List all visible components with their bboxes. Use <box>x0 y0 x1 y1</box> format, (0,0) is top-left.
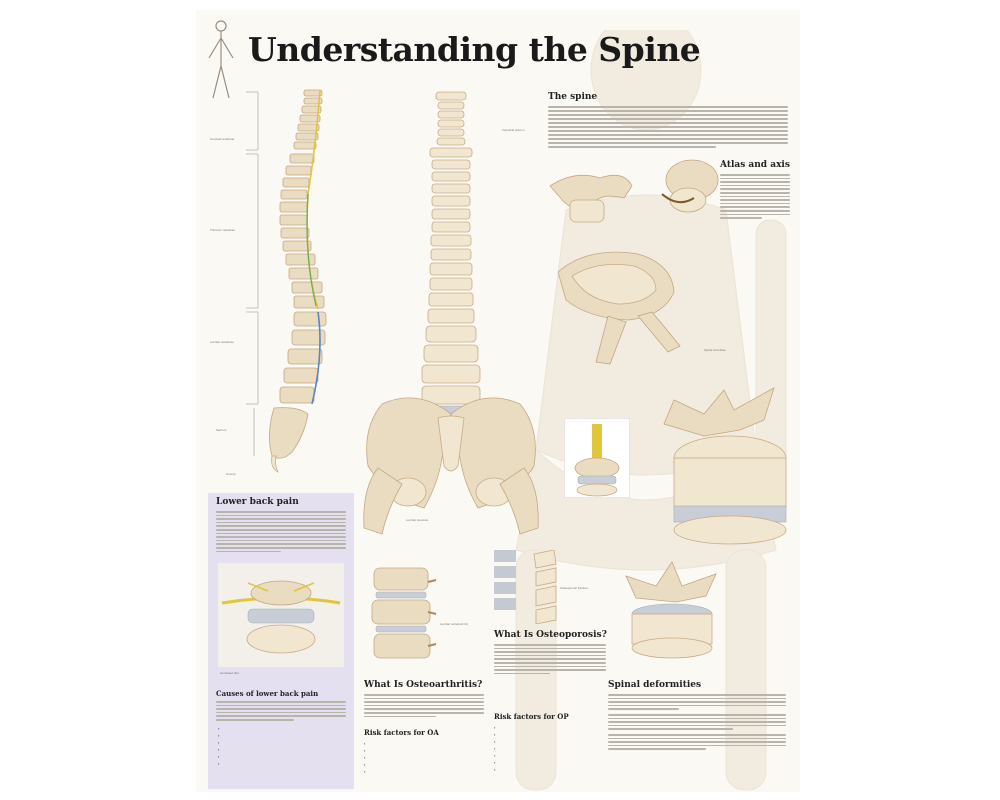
herniated-disc-figure <box>218 563 344 667</box>
label-lumbar-stenosis: Lumbar stenosis <box>406 518 429 522</box>
heading-osteoarthritis: What Is Osteoarthritis? <box>364 680 483 690</box>
list-item <box>494 745 604 752</box>
spine-anterior-view <box>363 91 539 535</box>
causes-list <box>218 725 344 767</box>
spine-lateral-view <box>246 89 327 473</box>
spinal-deformities-text <box>608 694 786 752</box>
label-herniated-disc: Herniated disc <box>220 671 240 675</box>
heading-spinal-deformities: Spinal deformities <box>608 680 702 690</box>
lumbar-vertebra-disc-illustration <box>663 387 787 545</box>
label-spinal-vertebrae: Spinal vertebrae <box>704 348 726 352</box>
vertebra-stack-anterior <box>421 91 481 415</box>
osteoarthritis-vertebrae-illustration <box>371 567 437 659</box>
heading-risk-op: Risk factors for OP <box>494 712 569 721</box>
vertebra-stack-lateral <box>269 89 327 473</box>
list-item <box>494 766 604 773</box>
label-lumbar: Lumbar vertebrae <box>210 340 234 344</box>
heading-risk-oa: Risk factors for OA <box>364 728 439 737</box>
disc-nerve-inset <box>564 418 630 498</box>
heading-the-spine: The spine <box>548 92 598 102</box>
list-item <box>218 753 344 760</box>
list-item <box>218 739 344 746</box>
list-item <box>218 760 344 767</box>
list-item <box>364 754 474 761</box>
spinal-deformity-illustration <box>625 561 717 659</box>
list-item <box>218 732 344 739</box>
label-osteoporotic-fracture: Osteoporotic fracture <box>560 586 589 590</box>
osteoporosis-vertebra-comparison <box>494 550 557 624</box>
osteoarthritis-text <box>364 694 484 719</box>
list-item <box>494 738 604 745</box>
label-sacrum: Sacrum <box>216 428 227 432</box>
list-item <box>364 740 474 747</box>
spine-text-block <box>548 106 788 150</box>
human-figure-icon <box>208 20 234 99</box>
list-item <box>364 768 474 775</box>
heading-causes: Causes of lower back pain <box>216 689 319 698</box>
atlas-axis-illustration <box>549 159 719 223</box>
label-cervical: Cervical vertebrae <box>210 137 235 141</box>
label-thoracic: Thoracic vertebrae <box>210 228 236 232</box>
label-coccyx: Coccyx <box>226 472 236 476</box>
list-item <box>218 725 344 732</box>
atlas-axis-text <box>720 174 790 221</box>
label-lumbar-oa: Lumbar vertebral OA <box>440 622 468 626</box>
risk-oa-list <box>364 740 474 775</box>
heading-atlas-axis: Atlas and axis <box>720 160 790 170</box>
page-title: Understanding the Spine <box>248 30 701 69</box>
spinal-vertebra-illustration <box>557 251 681 365</box>
list-item <box>364 747 474 754</box>
osteoporosis-text <box>494 644 606 676</box>
pelvis <box>363 397 539 535</box>
risk-op-list <box>494 724 604 773</box>
label-vertebral-column: Vertebral column <box>502 128 525 132</box>
list-item <box>494 731 604 738</box>
heading-lower-back-pain: Lower back pain <box>216 497 299 507</box>
lower-back-pain-text <box>216 511 346 554</box>
list-item <box>218 746 344 753</box>
causes-text <box>216 701 346 723</box>
heading-osteoporosis: What Is Osteoporosis? <box>494 630 607 640</box>
list-item <box>364 761 474 768</box>
lower-back-pain-panel: Lower back pain Herniated disc Causes of… <box>208 493 354 789</box>
list-item <box>494 752 604 759</box>
list-item <box>494 759 604 766</box>
poster: Understanding the Spine <box>196 10 800 792</box>
list-item <box>494 724 604 731</box>
